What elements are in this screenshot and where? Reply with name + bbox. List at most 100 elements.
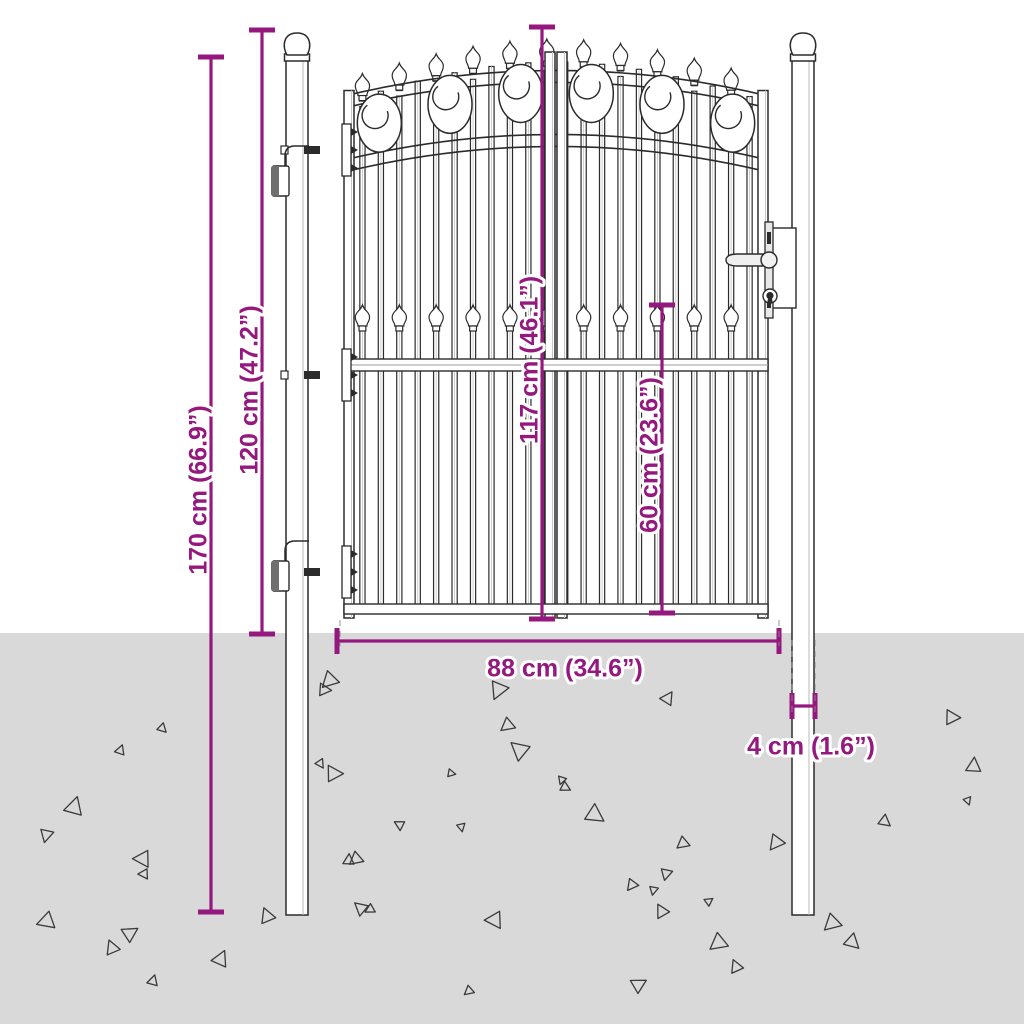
lock-assembly bbox=[725, 221, 797, 319]
mid-picket-finial bbox=[575, 303, 592, 327]
mid-finial-collar bbox=[395, 325, 404, 332]
gravel-triangle bbox=[456, 822, 466, 833]
gravel-triangle bbox=[447, 768, 457, 778]
gravel-triangle bbox=[657, 903, 671, 920]
gravel-triangle bbox=[823, 912, 843, 931]
latch-keeper-shade bbox=[272, 166, 279, 196]
gravel-triangle bbox=[35, 910, 56, 929]
gate-bottom-rail bbox=[343, 603, 769, 615]
gravel-triangle bbox=[319, 682, 333, 697]
hinge-knuckle bbox=[351, 164, 358, 172]
gravel-triangle bbox=[40, 828, 55, 844]
dimension-group: 170 cm (66.9”)120 cm (47.2”)117 cm (46.1… bbox=[182, 24, 878, 915]
arch-oval-hook bbox=[573, 74, 601, 100]
post-ball-cap bbox=[789, 32, 817, 56]
gravel-triangle bbox=[877, 813, 891, 827]
gravel-triangle bbox=[510, 742, 531, 762]
gravel-triangle bbox=[261, 907, 277, 925]
gravel-triangle bbox=[364, 902, 376, 913]
mid-finial-collar bbox=[579, 325, 588, 332]
gravel-triangle bbox=[354, 902, 369, 917]
left-gate-post bbox=[283, 32, 311, 916]
stile-bar bbox=[556, 51, 568, 619]
gravel-triangle bbox=[321, 670, 341, 688]
mid-finial-collar bbox=[690, 325, 699, 332]
gravel-triangle bbox=[120, 927, 139, 944]
picket-finial bbox=[612, 41, 629, 67]
arch-rail-outer-bottom bbox=[343, 81, 769, 109]
gravel-triangle bbox=[342, 853, 355, 865]
hinge-post-bracket bbox=[280, 370, 289, 380]
latch-bracket-upper bbox=[271, 145, 309, 197]
stile-bar bbox=[757, 89, 769, 619]
mid-finial-collar bbox=[469, 325, 478, 332]
handle-rose bbox=[760, 251, 778, 269]
gravel-triangle bbox=[210, 949, 227, 968]
mid-picket-finial bbox=[723, 303, 739, 327]
gravel-triangle bbox=[584, 802, 605, 822]
post-shaft bbox=[791, 59, 815, 916]
gravel-triangle bbox=[709, 931, 730, 950]
arch-rail-outer-top bbox=[343, 69, 769, 97]
picket-finial bbox=[686, 56, 703, 81]
gravel-triangle bbox=[327, 764, 345, 783]
hinge-pin bbox=[304, 371, 320, 379]
gravel-triangle bbox=[559, 780, 572, 791]
dimension-label-post-width: 4 cm (1.6”) bbox=[747, 733, 875, 761]
gravel-triangle bbox=[660, 868, 674, 882]
mid-finial-collar bbox=[727, 325, 736, 332]
hinge-knuckle bbox=[351, 389, 358, 397]
gravel-triangle bbox=[314, 757, 324, 769]
gravel-triangle bbox=[483, 910, 501, 930]
gate-meeting-stile-right bbox=[556, 51, 568, 619]
arch-oval-hook bbox=[714, 104, 743, 130]
lock-bolt-upper bbox=[767, 232, 771, 244]
latch-keeper-shade bbox=[272, 561, 279, 591]
hinge-pin bbox=[304, 568, 320, 576]
hinge-knuckle bbox=[351, 586, 358, 594]
hinge-plate bbox=[341, 545, 352, 599]
keyhole-icon bbox=[766, 292, 774, 303]
gravel-triangle bbox=[146, 974, 158, 987]
arch-oval-hook bbox=[432, 85, 460, 111]
dimension-label-overall-height: 170 cm (66.9”) bbox=[185, 405, 213, 575]
mid-picket-finial bbox=[391, 303, 408, 327]
dimension-label-lower-panel-height: 60 cm (23.6”) bbox=[636, 377, 664, 533]
arch-oval bbox=[568, 63, 615, 124]
arch-oval bbox=[639, 74, 685, 135]
latch-arm bbox=[284, 145, 309, 172]
mid-finial-collar bbox=[616, 325, 625, 332]
mid-finial-collar bbox=[653, 325, 662, 332]
gravel-triangle bbox=[113, 744, 125, 756]
gravel-triangle bbox=[131, 849, 149, 868]
hinge-plate bbox=[341, 348, 352, 402]
hinge-group bbox=[271, 123, 358, 599]
dimension-label-gate-width: 88 cm (34.6”) bbox=[487, 655, 643, 683]
gravel-triangle bbox=[500, 716, 517, 732]
gravel-texture bbox=[35, 670, 982, 996]
mid-picket-finial bbox=[428, 303, 444, 327]
picket-finial-collar bbox=[469, 67, 478, 74]
gravel-triangle bbox=[62, 795, 82, 816]
picket-finial bbox=[391, 61, 408, 86]
gravel-triangle bbox=[842, 932, 860, 949]
hinge-knuckle bbox=[351, 146, 358, 154]
arch-oval-hook bbox=[644, 85, 672, 111]
hinge-pin bbox=[304, 146, 320, 154]
hinge-middle bbox=[280, 348, 358, 402]
mid-picket-finial bbox=[354, 303, 371, 327]
arch-oval-hook bbox=[502, 74, 531, 100]
gravel-triangle bbox=[137, 868, 149, 880]
right-gate-post bbox=[789, 32, 817, 916]
arch-oval bbox=[427, 74, 473, 135]
picket-finial-collar bbox=[358, 94, 367, 102]
extension-line-group bbox=[339, 620, 816, 712]
mid-picket-finial bbox=[465, 303, 481, 327]
ground-fill bbox=[0, 633, 1024, 1024]
rail-group bbox=[343, 358, 769, 615]
picket-finial bbox=[428, 51, 444, 77]
lock-faceplate bbox=[764, 221, 774, 319]
picket-finial bbox=[649, 47, 666, 73]
